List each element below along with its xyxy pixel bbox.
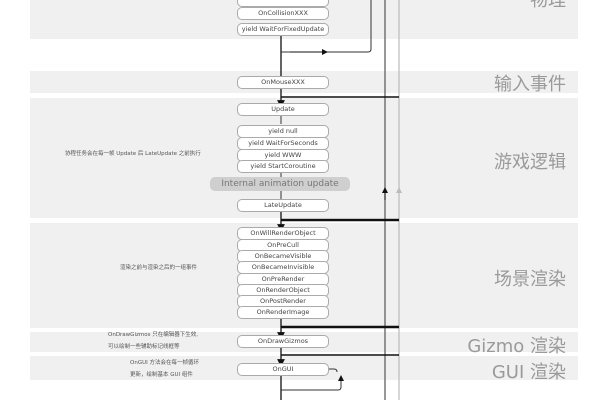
box-on-draw-gizmos: OnDrawGizmos	[237, 335, 329, 348]
box-on-mouse: OnMouseXXX	[237, 76, 329, 89]
note-gui-1: OnGUI 方法会在每一帧循环	[130, 360, 199, 366]
section-physics-label: 物理	[530, 0, 566, 11]
box-late-update: LateUpdate	[237, 199, 329, 212]
note-gizmo-2: 可以绘制一些辅助标记线框等	[108, 344, 180, 350]
note-render: 渲染之前与渲染之后的一组事件	[120, 265, 198, 271]
lifecycle-box-top-cut	[237, 0, 329, 7]
internal-animation-update: Internal animation update	[210, 177, 350, 191]
section-scene-render-label: 场景渲染	[494, 269, 566, 290]
section-gizmo-label: Gizmo 渲染	[467, 336, 566, 357]
section-input-label: 输入事件	[494, 74, 566, 95]
section-gui-label: GUI 渲染	[491, 362, 566, 383]
note-coroutine: 协程任务会在每一帧 Update 后 LateUpdate 之前执行	[65, 151, 201, 157]
note-gui-2: 更新，绘制基本 GUI 组件	[130, 372, 193, 378]
box-update: Update	[237, 103, 329, 116]
section-game-logic-label: 游戏逻辑	[494, 152, 566, 173]
box-yield-start-coroutine: yield StartCoroutine	[237, 160, 329, 173]
box-on-collision: OnCollisionXXX	[237, 7, 329, 20]
box-yield-wait-for-fixed-update: yield WaitForFixedUpdate	[237, 23, 329, 36]
note-gizmo-1: OnDrawGizmos 只在编辑器下生效,	[108, 332, 198, 338]
box-on-render-image: OnRenderImage	[237, 306, 329, 319]
box-on-gui: OnGUI	[237, 363, 329, 376]
